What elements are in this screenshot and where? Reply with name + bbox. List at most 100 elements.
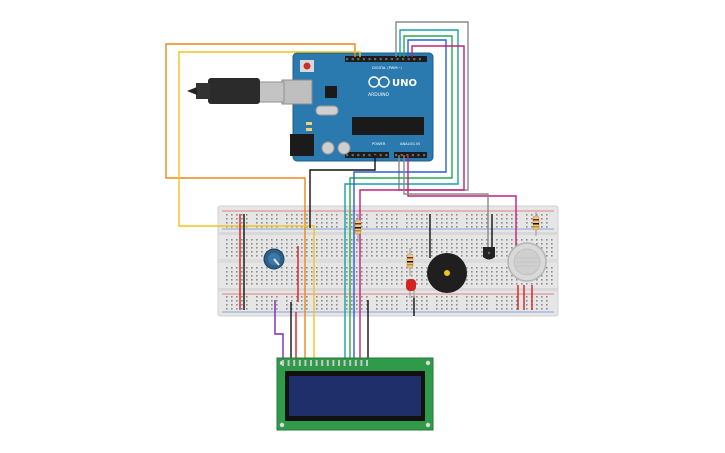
usb-b-plug-icon	[257, 81, 285, 103]
gas-sensor-icon[interactable]	[507, 242, 547, 282]
breadboard-hole	[386, 218, 388, 220]
breadboard-hole	[466, 304, 468, 306]
breadboard-hole	[471, 304, 473, 306]
wire-black-gnd[interactable]	[309, 155, 376, 228]
breadboard-hole	[411, 296, 413, 298]
breadboard-hole	[276, 275, 278, 277]
breadboard-hole	[506, 251, 508, 253]
breadboard-hole	[481, 308, 483, 310]
breadboard-hole	[391, 222, 393, 224]
breadboard-hole	[371, 251, 373, 253]
breadboard-hole	[501, 222, 503, 224]
breadboard-hole	[246, 279, 248, 281]
breadboard-hole	[401, 267, 403, 269]
breadboard-hole	[546, 279, 548, 281]
breadboard-hole	[476, 279, 478, 281]
lcd-16x2-icon[interactable]	[276, 357, 434, 431]
breadboard-hole	[536, 243, 538, 245]
breadboard-hole	[521, 283, 523, 285]
digital-header-label: DIGITAL (PWM~)	[372, 66, 402, 70]
breadboard-hole	[361, 304, 363, 306]
breadboard-hole	[491, 271, 493, 273]
wire-magenta[interactable]	[359, 45, 465, 362]
breadboard-hole	[406, 304, 408, 306]
breadboard-hole	[266, 283, 268, 285]
breadboard-hole	[291, 308, 293, 310]
wire-blue[interactable]	[353, 39, 447, 362]
breadboard-hole	[301, 255, 303, 257]
breadboard-hole	[266, 267, 268, 269]
wire-teal[interactable]	[344, 29, 459, 362]
wire-gray-tmp[interactable]	[403, 155, 489, 248]
usb-cable[interactable]	[187, 78, 285, 104]
breadboard-hole	[286, 239, 288, 241]
breadboard-hole	[501, 218, 503, 220]
breadboard-hole	[336, 247, 338, 249]
breadboard-hole	[336, 239, 338, 241]
wire-yellow[interactable]	[178, 51, 361, 360]
breadboard-hole	[426, 296, 428, 298]
breadboard-hole	[546, 300, 548, 302]
breadboard-hole	[331, 296, 333, 298]
breadboard-hole	[301, 304, 303, 306]
breadboard-hole	[536, 239, 538, 241]
breadboard-hole	[336, 275, 338, 277]
breadboard-hole	[396, 243, 398, 245]
breadboard-hole	[476, 251, 478, 253]
breadboard-hole	[271, 300, 273, 302]
reset-button-cap	[303, 62, 311, 70]
breadboard-hole	[351, 300, 353, 302]
breadboard-hole	[351, 214, 353, 216]
breadboard-hole	[346, 275, 348, 277]
breadboard-hole	[256, 247, 258, 249]
breadboard-hole	[251, 275, 253, 277]
resistor-icon[interactable]	[406, 248, 414, 276]
header-pin	[379, 154, 382, 157]
header-pin	[395, 154, 398, 157]
breadboard-hole	[391, 218, 393, 220]
red-led-icon[interactable]	[406, 279, 416, 298]
breadboard-hole	[456, 247, 458, 249]
breadboard-hole	[506, 279, 508, 281]
breadboard-hole	[491, 283, 493, 285]
breadboard-hole	[406, 251, 408, 253]
breadboard-hole	[546, 243, 548, 245]
breadboard-hole	[471, 218, 473, 220]
breadboard-hole	[491, 275, 493, 277]
breadboard-hole	[366, 300, 368, 302]
breadboard-hole	[486, 214, 488, 216]
breadboard-hole	[541, 275, 543, 277]
breadboard-hole	[296, 243, 298, 245]
potentiometer-knob-icon[interactable]	[263, 248, 285, 270]
wire-green[interactable]	[349, 35, 453, 362]
breadboard-hole	[321, 243, 323, 245]
wire-purple[interactable]	[274, 300, 284, 362]
breadboard-hole	[506, 226, 508, 228]
breadboard-hole	[471, 222, 473, 224]
resistor-icon[interactable]	[354, 214, 362, 242]
breadboard-hole	[381, 239, 383, 241]
power-header-label: POWER	[372, 142, 386, 146]
breadboard-hole	[386, 247, 388, 249]
breadboard-hole	[331, 308, 333, 310]
breadboard-hole	[471, 296, 473, 298]
breadboard-hole	[226, 239, 228, 241]
breadboard-hole	[466, 222, 468, 224]
breadboard-hole	[231, 275, 233, 277]
breadboard-hole	[496, 222, 498, 224]
breadboard-hole	[421, 222, 423, 224]
arduino-uno-board[interactable]: UNO ARDUINO DIGITAL (PWM~) POWER ANALOG …	[281, 52, 434, 162]
piezo-buzzer-icon[interactable]	[427, 253, 467, 293]
resistor-icon[interactable]	[532, 212, 540, 236]
wire-orange[interactable]	[165, 43, 356, 235]
breadboard-hole	[276, 214, 278, 216]
breadboard-hole	[226, 247, 228, 249]
breadboard-hole	[481, 304, 483, 306]
breadboard-hole	[356, 267, 358, 269]
tmp-sensor-icon[interactable]	[483, 247, 495, 260]
breadboard-hole	[441, 218, 443, 220]
breadboard-hole	[346, 279, 348, 281]
breadboard-hole	[261, 255, 263, 257]
breadboard-hole	[396, 226, 398, 228]
wire-magenta-gas[interactable]	[407, 155, 517, 250]
